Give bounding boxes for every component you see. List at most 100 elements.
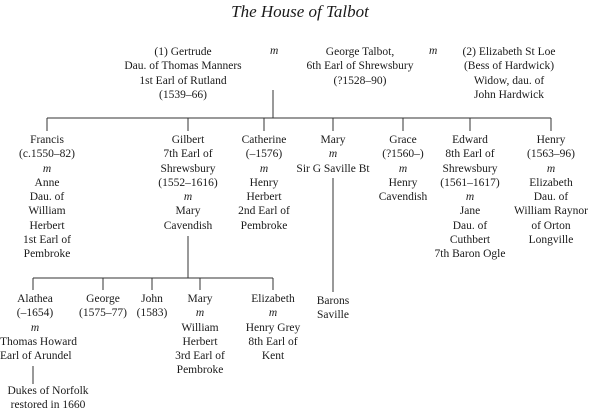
marriage-marker: m	[398, 162, 408, 175]
node-text-line: John	[141, 293, 163, 305]
marriage-marker: m	[546, 162, 556, 175]
node-text-line: Anne	[34, 176, 60, 189]
node-text-line: 1st Earl of	[23, 234, 71, 247]
node-text-line: (1539–66)	[159, 88, 207, 101]
node-text-line: Mary	[187, 293, 213, 305]
node-text-line: William Raynor	[514, 205, 588, 218]
node-text-line: (–1654)	[16, 307, 54, 320]
node-text-line: William	[181, 321, 219, 334]
person-george-jr: George (1575–77)	[73, 292, 133, 321]
marriage-marker: m	[259, 162, 269, 175]
node-text-line: of Orton	[531, 219, 571, 232]
node-text-line: Jane	[459, 205, 481, 218]
node-text-line: 2nd Earl of	[238, 205, 290, 218]
node-text-line: Dukes of Norfolk	[7, 385, 89, 397]
node-text-line: (1561–1617)	[440, 176, 500, 189]
node-text-line: Henry	[536, 134, 566, 146]
node-text-line: Herbert	[29, 219, 65, 232]
node-text-line: (1552–1616)	[158, 176, 218, 189]
marriage-marker: m	[30, 321, 40, 334]
node-text-line: Mary	[175, 205, 201, 218]
node-text-line: William	[28, 205, 66, 218]
node-text-line: Henry	[388, 176, 418, 189]
node-text-line: (2) Elizabeth St Loe	[462, 46, 556, 58]
node-text-line: Herbert	[182, 335, 218, 348]
node-text-line: 3rd Earl of	[175, 350, 225, 363]
diagram-title: The House of Talbot	[231, 2, 369, 21]
node-text-line: Mary	[320, 134, 346, 146]
node-text-line: Alathea	[17, 293, 53, 305]
node-text-line: Shrewsbury	[160, 162, 216, 175]
node-text-line: (1563–96)	[527, 148, 575, 161]
node-text-line: (1) Gertrude	[154, 46, 212, 58]
node-text-line: Longville	[528, 234, 574, 247]
node-text-line: (Bess of Hardwick)	[463, 60, 555, 73]
node-text-line: Herbert	[246, 191, 282, 204]
marriage-marker: m	[195, 307, 205, 320]
node-text-line: Catherine	[241, 134, 287, 146]
marriage-marker: m	[42, 162, 52, 175]
person-john: John (1583)	[132, 292, 172, 321]
node-text-line: Kent	[261, 350, 285, 363]
node-text-line: (1575–77)	[79, 307, 127, 320]
node-text-line: (?1560–)	[382, 148, 424, 161]
node-text-line: Earl of Arundel	[0, 350, 72, 363]
node-text-line: (1583)	[136, 307, 168, 320]
node-text-line: restored in 1660	[10, 399, 86, 412]
node-text-line: (–1576)	[245, 148, 283, 161]
node-text-line: Dau. of	[533, 191, 569, 204]
node-text-line: Pembroke	[23, 248, 71, 261]
node-text-line: Thomas Howard	[0, 335, 77, 348]
marriage-marker-gertrude-george: m	[270, 45, 279, 57]
node-text-line: Cavendish	[378, 191, 428, 204]
node-text-line: 6th Earl of Shrewsbury	[306, 60, 414, 73]
marriage-marker: m	[183, 191, 193, 204]
node-text-line: 8th Earl of	[248, 335, 298, 348]
node-text-line: John Hardwick	[474, 88, 544, 101]
node-text-line: Barons	[316, 295, 350, 307]
node-text-line: Elizabeth	[529, 176, 573, 189]
marriage-marker: m	[328, 148, 338, 161]
node-text-line: Widow, dau. of	[473, 74, 545, 87]
person-elizabeth-st-loe: (2) Elizabeth St Loe (Bess of Hardwick)Wi…	[443, 45, 575, 102]
node-text-line: Dau. of Thomas Manners	[124, 60, 242, 73]
node-text-line: Gilbert	[171, 134, 205, 146]
node-text-line: Edward	[452, 134, 488, 146]
node-text-line: 7th Baron Ogle	[434, 248, 506, 261]
node-text-line: Shrewsbury	[442, 162, 498, 175]
node-text-line: Sir G Saville Bt	[296, 162, 370, 175]
node-text-line: Pembroke	[176, 364, 224, 377]
node-text-line: Elizabeth	[251, 293, 295, 305]
node-text-line: Saville	[317, 309, 349, 322]
node-text-line: (c.1550–82)	[19, 148, 75, 161]
node-text-line: 1st Earl of Rutland	[139, 74, 227, 87]
node-text-line: 8th Earl of	[445, 148, 495, 161]
node-text-line: Pembroke	[240, 219, 288, 232]
node-text-line: Francis	[30, 134, 64, 146]
marriage-marker: m	[268, 307, 278, 320]
node-text-line: Henry	[249, 176, 279, 189]
node-text-line: Cavendish	[163, 219, 213, 232]
descendants-dukes-of-norfolk: Dukes of Norfolk restored in 1660	[0, 384, 96, 413]
node-text-line: (?1528–90)	[333, 74, 387, 87]
node-text-line: 7th Earl of	[163, 148, 213, 161]
marriage-marker-george-elizabeth: m	[429, 45, 438, 57]
node-text-line: Henry Grey	[245, 321, 301, 334]
node-text-line: Grace	[389, 134, 417, 146]
node-text-line: George	[86, 293, 120, 305]
marriage-marker: m	[465, 191, 475, 204]
node-text-line: Dau. of	[452, 219, 488, 232]
node-text-line: Cuthbert	[449, 234, 491, 247]
